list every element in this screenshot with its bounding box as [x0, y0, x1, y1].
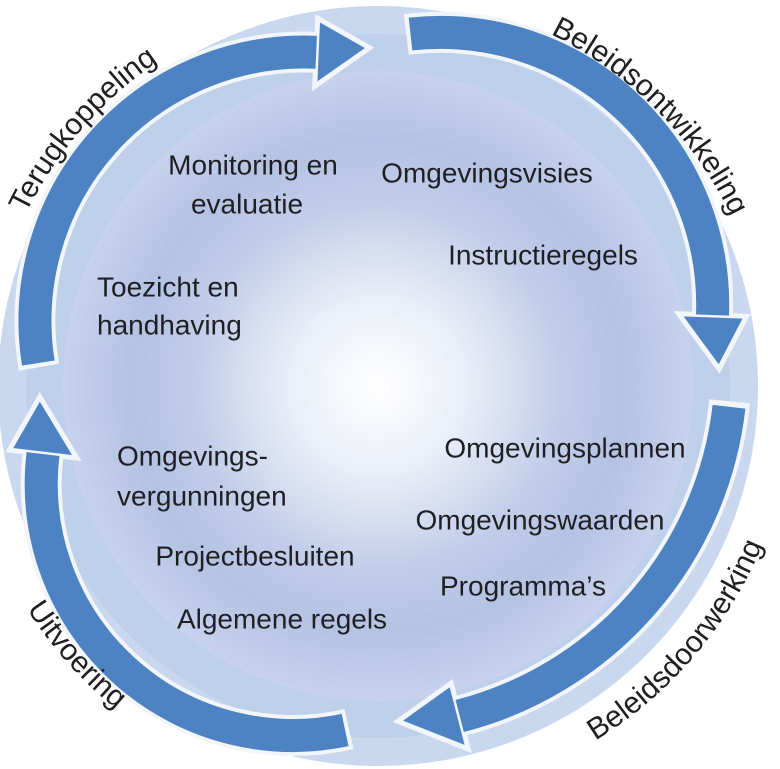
item-algemene-regels: Algemene regels	[177, 604, 387, 635]
item-omgevingsplannen: Omgevingsplannen	[444, 433, 685, 464]
item-omgevingsvisies: Omgevingsvisies	[381, 158, 593, 189]
arrow-band	[18, 35, 317, 366]
item-programmas: Programma’s	[440, 571, 606, 602]
arrow-beleidsdoorwerking	[392, 399, 751, 754]
arrow-band	[408, 15, 730, 316]
arrowhead-icon	[311, 14, 375, 92]
arrow-uitvoering	[5, 391, 354, 756]
arrow-beleidsontwikkeling	[403, 11, 751, 374]
item-toezicht-en: Toezicht en	[97, 272, 239, 303]
item-evaluatie: evaluatie	[191, 189, 303, 220]
arrow-terugkoppeling	[14, 14, 375, 371]
item-monitoring-en: Monitoring en	[168, 150, 338, 181]
item-instructieregels: Instructieregels	[448, 240, 638, 271]
item-handhaving: handhaving	[97, 310, 242, 341]
item-omgevingswaarden: Omgevingswaarden	[415, 505, 664, 536]
arrowhead-icon	[5, 391, 82, 462]
item-omgevings: Omgevings-	[117, 441, 268, 472]
inner-sphere	[63, 71, 693, 701]
arrow-band	[24, 452, 349, 752]
item-projectbesluiten: Projectbesluiten	[155, 541, 354, 572]
item-vergunningen: vergunningen	[117, 481, 287, 512]
arrow-band	[455, 404, 746, 732]
